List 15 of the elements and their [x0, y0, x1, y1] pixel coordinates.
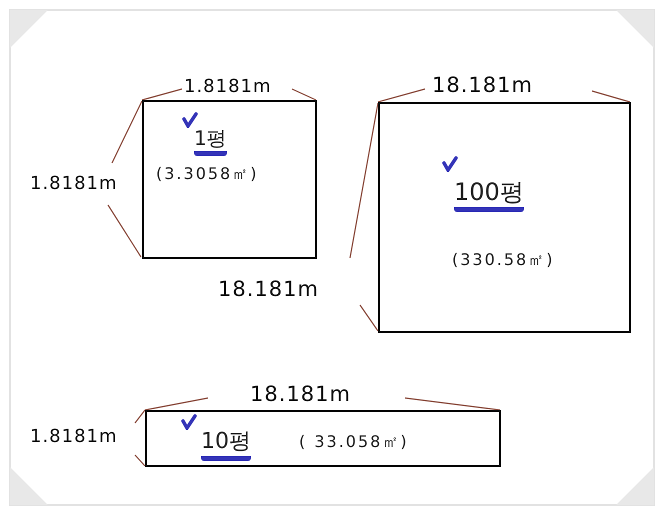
plot-box: [142, 100, 317, 259]
area-value: ( 33.058㎡): [299, 434, 409, 450]
area-heading: 100평: [454, 180, 524, 212]
dimension-label: 18.181m: [218, 279, 319, 300]
plot-box: [145, 410, 501, 467]
area-heading: 1평: [194, 128, 227, 156]
dimension-label: 1.8181m: [184, 78, 272, 96]
dimension-label: 1.8181m: [30, 175, 118, 193]
plot-box: [378, 102, 631, 333]
dimension-label: 18.181m: [432, 75, 533, 96]
area-value: (330.58㎡): [452, 252, 554, 268]
area-heading: 10평: [201, 431, 251, 461]
area-value: (3.3058㎡): [156, 166, 258, 182]
dimension-label: 18.181m: [250, 384, 351, 405]
dimension-label: 1.8181m: [30, 428, 118, 446]
